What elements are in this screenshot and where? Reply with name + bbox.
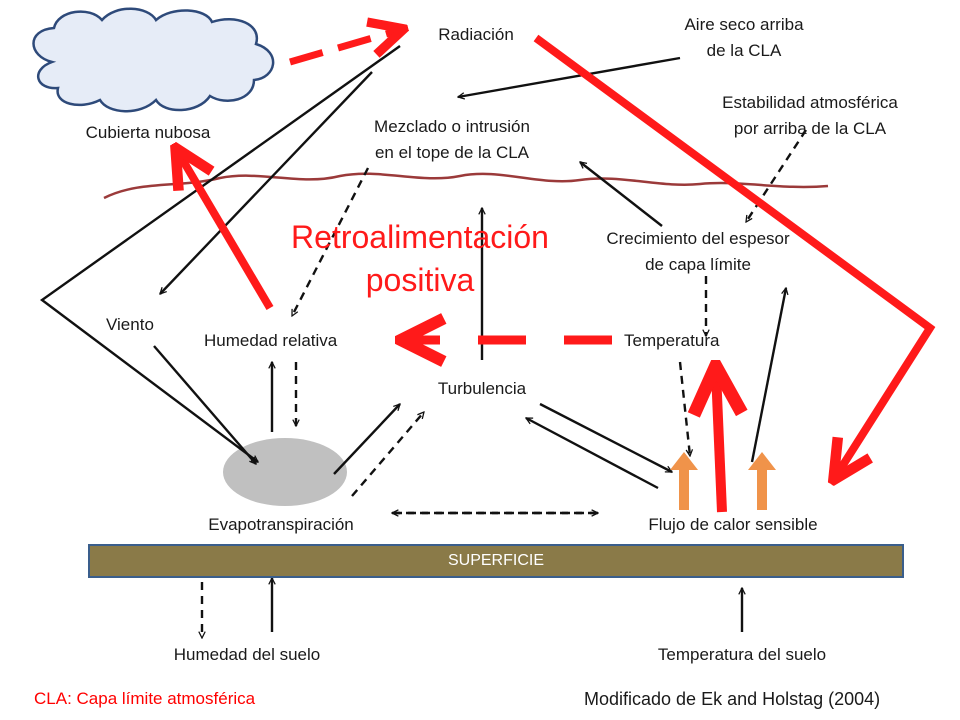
label-radiacion: Radiación <box>438 25 514 44</box>
surface-bar: SUPERFICIE <box>88 544 904 578</box>
arrow-radiacion-to-viento <box>160 71 373 294</box>
solid-black-arrows <box>39 45 786 632</box>
arrow-evapotranspiracion-to-turbulencia <box>333 404 400 475</box>
boundary-layer-top-line <box>103 172 829 200</box>
label-humedad-relativa: Humedad relativa <box>204 331 338 350</box>
arrow-temperatura-to-flujo <box>678 361 690 456</box>
arrow-turbulencia-to-flujo <box>539 402 672 474</box>
label-temperatura-suelo: Temperatura del suelo <box>657 645 827 664</box>
feedback-red-arrows <box>178 30 936 513</box>
label-temperatura: Temperatura <box>624 331 720 350</box>
label-viento: Viento <box>106 315 154 334</box>
cloud-icon <box>32 7 275 113</box>
red-arrow-cloud-to-radiacion <box>289 30 400 66</box>
red-arrow-flujo-to-temperatura <box>716 372 722 513</box>
label-flujo-calor-sensible: Flujo de calor sensible <box>648 515 818 534</box>
evapotranspiration-ellipse <box>223 438 347 506</box>
arrow-evapotranspiracion-to-turbulencia-dashed <box>351 412 424 497</box>
footnote-source: Modificado de Ek and Holstag (2004) <box>584 689 881 709</box>
arrow-radiacion-to-evapotranspiracion <box>39 45 401 463</box>
heat-flux-arrow-left <box>670 452 698 510</box>
red-arrow-radiacion-to-flujo <box>533 34 936 476</box>
heat-flux-arrows <box>670 452 776 510</box>
arrow-estabilidad-to-crecimiento <box>744 129 808 222</box>
arrow-flujo-to-crecimiento <box>750 288 786 463</box>
arrow-aire-seco-to-mezclado <box>458 56 681 97</box>
footnote-acronym: CLA: Capa límite atmosférica <box>34 689 256 708</box>
label-evapotranspiracion: Evapotranspiración <box>208 515 354 534</box>
arrow-viento-to-evapotranspiracion <box>153 345 256 464</box>
arrow-crecimiento-to-mezclado <box>580 161 663 227</box>
label-humedad-suelo: Humedad del suelo <box>173 645 321 664</box>
dashed-black-arrows <box>202 129 808 638</box>
label-turbulencia: Turbulencia <box>437 379 527 398</box>
arrow-flujo-to-turbulencia <box>526 416 659 490</box>
red-arrow-humedad-to-cloud <box>178 152 274 311</box>
heat-flux-arrow-right <box>748 452 776 510</box>
label-cubierta-nubosa: Cubierta nubosa <box>85 123 211 142</box>
